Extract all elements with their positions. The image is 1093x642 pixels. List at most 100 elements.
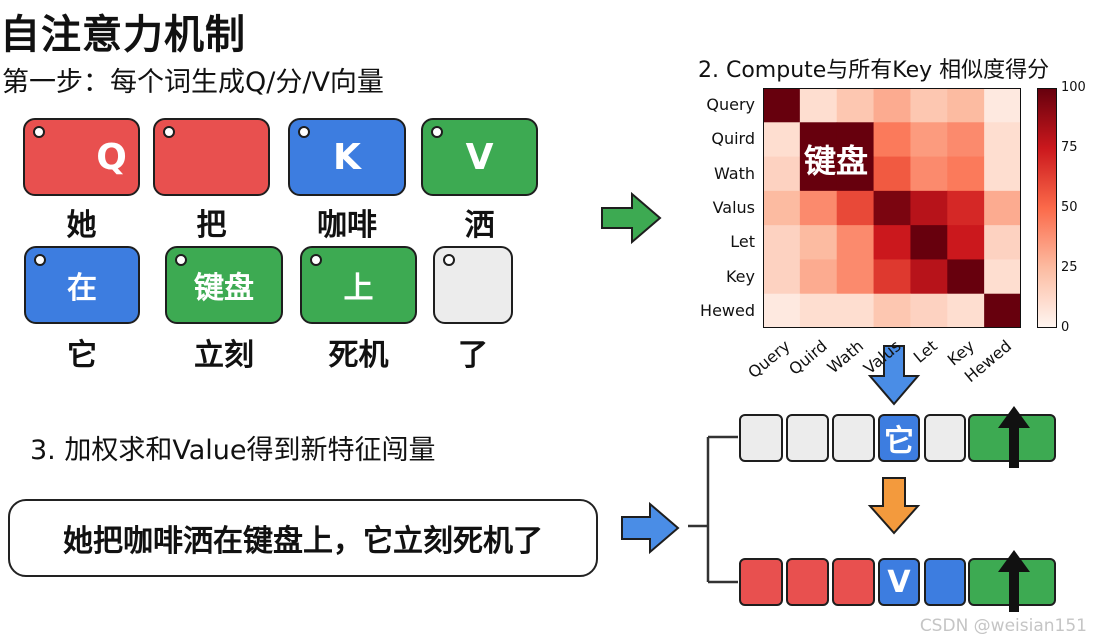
heatmap-cell bbox=[836, 225, 875, 260]
up-arrow-icon bbox=[998, 550, 1030, 612]
heatmap-cell bbox=[873, 225, 911, 260]
heatmap-cell bbox=[799, 156, 838, 192]
heatmap-row-label: Let bbox=[730, 232, 755, 252]
heatmap-cell bbox=[873, 190, 911, 226]
heatmap-frame bbox=[763, 88, 1021, 328]
token-card: 上 bbox=[300, 246, 417, 324]
heatmap-cell bbox=[947, 88, 985, 123]
sequence-cell bbox=[739, 414, 783, 462]
token-card: 在 bbox=[24, 246, 140, 324]
heatmap-cell bbox=[910, 190, 948, 226]
heatmap-cell bbox=[910, 225, 948, 260]
heatmap-cell bbox=[799, 88, 838, 123]
heatmap-cell bbox=[836, 88, 875, 123]
sequence-cell bbox=[924, 414, 966, 462]
sequence-cell bbox=[968, 550, 1056, 612]
heatmap-row-label: Key bbox=[725, 266, 755, 286]
bracket-connector bbox=[688, 435, 738, 584]
heatmap-cell bbox=[799, 225, 838, 260]
heatmap-cell bbox=[836, 122, 875, 158]
heatmap-cell bbox=[836, 190, 875, 226]
heatmap-cell bbox=[873, 88, 911, 123]
heatmap-cell bbox=[947, 225, 985, 260]
heatmap-cell bbox=[763, 190, 801, 226]
heatmap-cell bbox=[984, 293, 1021, 328]
heatmap-col-label: Quird bbox=[784, 336, 831, 379]
token-word: 立刻 bbox=[194, 338, 254, 373]
heatmap-col-label: Query bbox=[744, 336, 794, 383]
step3-heading: 3. 加权求和Value得到新特征闯量 bbox=[30, 435, 436, 466]
token-card: V bbox=[421, 118, 538, 196]
heatmap-cell bbox=[947, 293, 985, 328]
heatmap-cell bbox=[910, 88, 948, 123]
colorbar-tick: 25 bbox=[1061, 260, 1078, 275]
token-word: 咖啡 bbox=[317, 208, 377, 243]
token-label: K bbox=[333, 136, 361, 178]
green-arrow-icon bbox=[601, 191, 662, 245]
token-dot bbox=[298, 126, 310, 138]
token-card bbox=[433, 246, 513, 324]
heatmap-col-label: Wath bbox=[823, 336, 868, 378]
token-label: 上 bbox=[343, 271, 374, 306]
heatmap-cell bbox=[799, 122, 838, 158]
heatmap-cell bbox=[984, 88, 1021, 123]
up-arrow-icon bbox=[998, 406, 1030, 468]
heatmap-cell bbox=[799, 293, 838, 328]
heatmap-cell bbox=[799, 259, 838, 295]
heatmap-col-label: Valus bbox=[859, 336, 905, 379]
heatmap-cell bbox=[763, 122, 801, 158]
heatmap-cell bbox=[763, 156, 801, 192]
token-label: V bbox=[465, 136, 494, 178]
heatmap-cell bbox=[947, 259, 985, 295]
heatmap-cell bbox=[984, 122, 1021, 158]
heatmap-cell bbox=[836, 156, 875, 192]
heatmap-overlay-label: 键盘 bbox=[804, 142, 869, 180]
heatmap-cell bbox=[873, 259, 911, 295]
token-dot bbox=[443, 254, 455, 266]
sequence-cell bbox=[739, 558, 783, 606]
token-word: 死机 bbox=[328, 338, 389, 373]
page-title: 自注意力机制 bbox=[0, 12, 246, 58]
colorbar-tick: 50 bbox=[1061, 200, 1078, 215]
heatmap-cell bbox=[799, 190, 838, 226]
sequence-cell-label: 它 bbox=[884, 424, 914, 459]
token-card: Q bbox=[23, 118, 140, 196]
heatmap-cell bbox=[873, 122, 911, 158]
sequence-cell bbox=[786, 414, 829, 462]
heatmap-cell bbox=[947, 190, 985, 226]
token-word: 她 bbox=[66, 208, 97, 243]
heatmap-cell bbox=[984, 190, 1021, 226]
token-dot bbox=[431, 126, 443, 138]
heatmap-cell bbox=[873, 156, 911, 192]
sequence-cell bbox=[968, 406, 1056, 468]
sequence-cell bbox=[832, 558, 875, 606]
heatmap-row-label: Hewed bbox=[700, 300, 755, 320]
token-label: Q bbox=[96, 136, 127, 178]
token-dot bbox=[33, 126, 45, 138]
heatmap-row-label: Quird bbox=[711, 129, 755, 149]
colorbar-tick: 0 bbox=[1061, 320, 1070, 335]
heatmap-cell bbox=[984, 156, 1021, 192]
watermark: CSDN @weisian151 bbox=[919, 616, 1087, 636]
heatmap-cell bbox=[836, 293, 875, 328]
heatmap-cell bbox=[984, 225, 1021, 260]
sequence-cell bbox=[832, 414, 875, 462]
step2-heading: 2. Compute与所有Key 相似度得分 bbox=[698, 58, 1050, 83]
heatmap-cell bbox=[763, 259, 801, 295]
blue-arrow-icon bbox=[621, 501, 680, 555]
heatmap-cell bbox=[763, 88, 801, 123]
token-card bbox=[153, 118, 270, 196]
heatmap-cell bbox=[984, 259, 1021, 295]
sequence-cell bbox=[786, 558, 829, 606]
sequence-cell: 它 bbox=[878, 414, 920, 462]
sentence-box: 她把咖啡洒在键盘上，它立刻死机了 bbox=[8, 499, 598, 577]
token-card: 键盘 bbox=[165, 246, 283, 324]
heatmap-cell bbox=[763, 293, 801, 328]
heatmap-grid bbox=[763, 88, 1021, 328]
heatmap-col-label: Let bbox=[909, 336, 941, 367]
heatmap-cell bbox=[910, 156, 948, 192]
token-label: 在 bbox=[67, 271, 97, 306]
token-dot bbox=[175, 254, 187, 266]
heatmap-cell bbox=[873, 293, 911, 328]
heatmap-row-label: Valus bbox=[712, 198, 755, 217]
